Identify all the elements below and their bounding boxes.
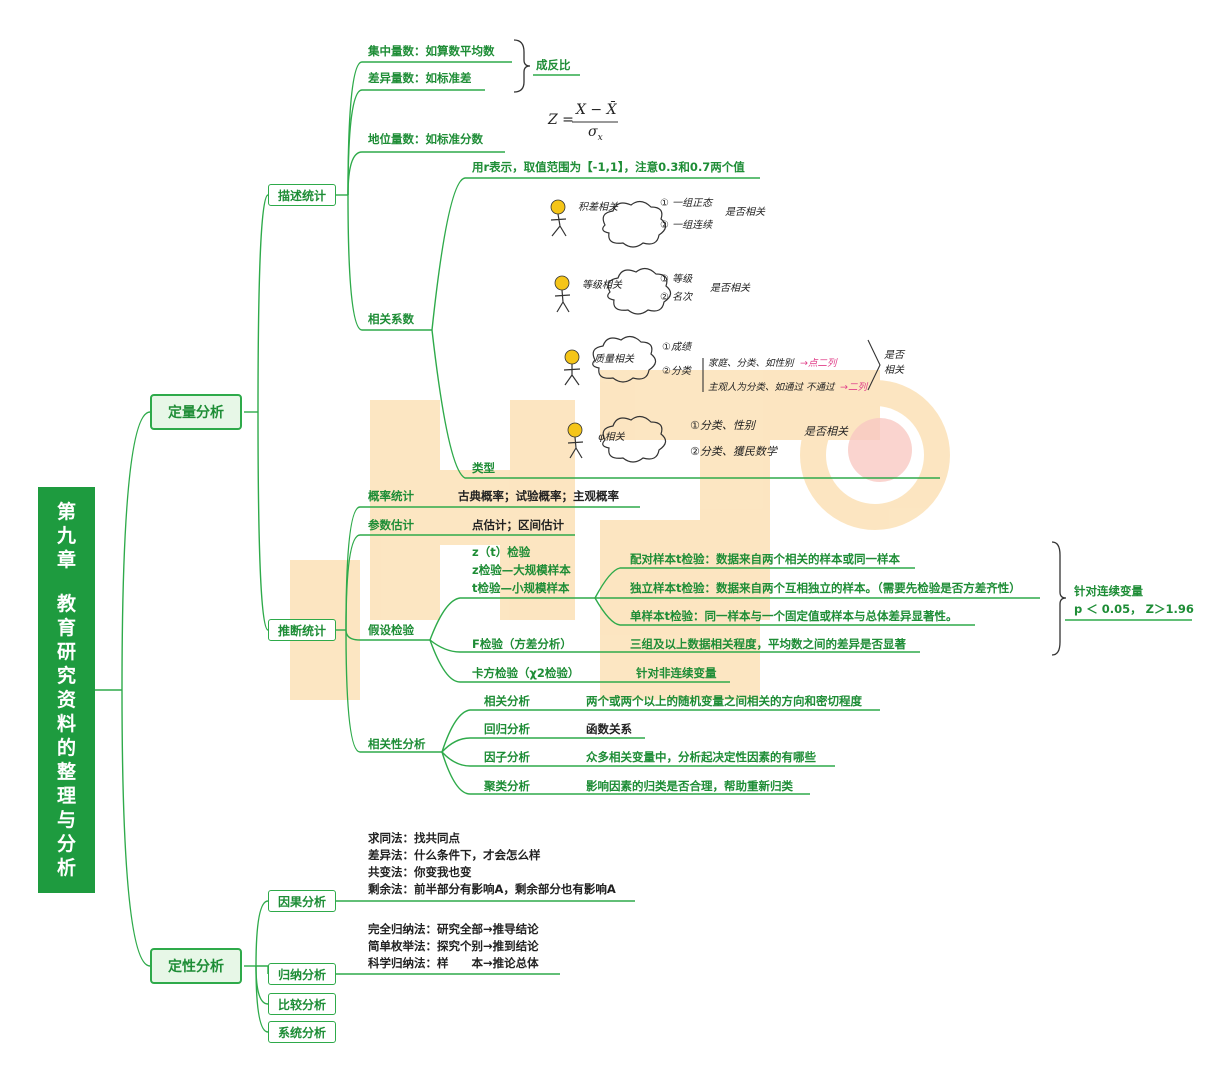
chapter-root-node[interactable]: 第九章教育研究资料的整理与分析 [38, 487, 95, 893]
title-char: 教 [56, 593, 76, 615]
sketch1-a: ① 一组正态 [660, 198, 713, 209]
title-char: 整 [56, 761, 76, 783]
sketch-quality [563, 335, 881, 392]
sketch1-title: 积差相关 [578, 202, 618, 213]
sketch4-title: φ相关 [598, 432, 625, 443]
title-char: 育 [56, 617, 76, 639]
t-test-small-text: t检验—小规模样本 [472, 581, 570, 595]
parameter-estimate-label[interactable]: 参数估计 [368, 518, 414, 532]
z-t-test-text: z（t）检验 [472, 545, 531, 559]
sketch3-c1: 家庭、分类、如性别 [708, 358, 794, 369]
correlation-analysis-label[interactable]: 相关性分析 [368, 737, 426, 751]
cause-method-line: 剩余法：前半部分有影响A，剩余部分也有影响A [368, 882, 616, 896]
induction-method-line: 完全归纳法：研究全部→推导结论 [368, 922, 539, 936]
paired-t-test-text: 配对样本t检验：数据来自两个相关的样本或同一样本 [630, 552, 900, 566]
regression-item-name[interactable]: 回归分析 [484, 722, 530, 736]
corr-item-desc: 两个或两个以上的随机变量之间相关的方向和密切程度 [586, 694, 862, 708]
sketch-rank [554, 267, 672, 315]
hypothesis-test-label[interactable]: 假设检验 [368, 623, 414, 637]
sketch1-c: 是否相关 [725, 207, 765, 218]
cluster-item-desc: 影响因素的归类是否合理，帮助重新归类 [586, 779, 793, 793]
sketch2-title: 等级相关 [582, 280, 622, 291]
f-test-text: F检验（方差分析） [472, 637, 572, 651]
cause-method-line: 差异法：什么条件下，才会怎么样 [368, 848, 541, 862]
induction-method-line: 科学归纳法：样 本→推论总体 [368, 956, 539, 970]
sketch2-b: ② 名次 [660, 292, 693, 303]
node-quantitative-analysis[interactable]: 定量分析 [150, 394, 242, 430]
formula-lhs: Z = [548, 112, 574, 128]
inverse-relation-text: 成反比 [536, 58, 571, 72]
sketch3-e: 是否相关 [884, 350, 904, 376]
probability-types-text: 古典概率；试验概率；主观概率 [458, 489, 619, 503]
sketch3-a: ①成绩 [662, 342, 691, 353]
sketch3-b: ②分类 [662, 366, 691, 377]
node-qualitative-analysis[interactable]: 定性分析 [150, 948, 242, 984]
chi-square-description: 针对非连续变量 [636, 666, 717, 680]
formula-numerator: X − X̄ [576, 102, 617, 118]
formula-denominator: σx [588, 124, 603, 143]
induction-method-line: 简单枚举法：探究个别→推到结论 [368, 939, 539, 953]
title-char: 章 [56, 549, 76, 571]
brace-inverse [513, 39, 531, 93]
cluster-item-name[interactable]: 聚类分析 [484, 779, 530, 793]
factor-item-name[interactable]: 因子分析 [484, 750, 530, 764]
sketch-pearson [550, 199, 667, 248]
f-test-description: 三组及以上数据相关程度，平均数之间的差异是否显著 [630, 637, 906, 651]
watermark-logo [290, 370, 950, 700]
cause-method-line: 求同法：找共同点 [368, 831, 460, 845]
sketch-phi [567, 415, 667, 463]
cause-method-line: 共变法：你变我也变 [368, 865, 472, 879]
correlation-range-note: 用r表示，取值范围为【-1,1】，注意0.3和0.7两个值 [472, 160, 745, 174]
position-measure-text: 地位量数：如标准分数 [368, 132, 483, 146]
sketch3-title: 质量相关 [594, 354, 634, 365]
sketch2-c: 是否相关 [710, 283, 750, 294]
node-inferential-stats[interactable]: 推断统计 [268, 619, 336, 641]
sketch3-d1: 主观人为分类、如通过 不通过 [708, 382, 835, 393]
chi-square-test-text: 卡方检验（χ2检验） [472, 666, 580, 680]
title-char: 九 [56, 525, 76, 547]
sketch1-b: ② 一组连续 [660, 220, 713, 231]
node-system-analysis[interactable]: 系统分析 [268, 1021, 336, 1043]
continuous-variable-note: 针对连续变量 [1074, 584, 1143, 598]
title-char: 究 [56, 665, 76, 687]
title-char: 的 [56, 737, 76, 759]
sketch2-a: ① 等级 [660, 274, 693, 285]
correlation-type-label: 类型 [472, 461, 495, 475]
estimate-types-text: 点估计；区间估计 [472, 518, 564, 532]
probability-stats-label[interactable]: 概率统计 [368, 489, 414, 503]
factor-item-desc: 众多相关变量中，分析起决定性因素的有哪些 [586, 750, 816, 764]
title-char: 资 [56, 689, 76, 711]
central-tendency-text: 集中量数：如算数平均数 [368, 44, 495, 58]
z-test-large-text: z检验—大规模样本 [472, 563, 571, 577]
title-char: 第 [56, 501, 76, 523]
correlation-coefficient-label[interactable]: 相关系数 [368, 312, 414, 326]
node-inductive-analysis[interactable]: 归纳分析 [268, 963, 336, 985]
dispersion-text: 差异量数：如标准差 [368, 71, 472, 85]
node-descriptive-stats[interactable]: 描述统计 [268, 184, 336, 206]
independent-t-test-text: 独立样本t检验：数据来自两个互相独立的样本。（需要先检验是否方差齐性） [630, 581, 1021, 595]
regression-item-desc: 函数关系 [586, 722, 632, 736]
title-char: 与 [56, 809, 76, 831]
node-comparative-analysis[interactable]: 比较分析 [268, 993, 336, 1015]
sketch4-a: ①分类、性别 [690, 419, 755, 432]
title-char: 料 [56, 713, 76, 735]
title-char: 析 [56, 857, 76, 879]
single-sample-t-test-text: 单样本t检验：同一样本与一个固定值或样本与总体差异显著性。 [630, 609, 958, 623]
significance-threshold-text: p ＜ 0.05， Z＞1.96 [1074, 602, 1194, 616]
brace-continuous [1051, 541, 1067, 656]
sketch4-b: ②分类、獲民数学 [690, 445, 777, 458]
title-char: 理 [56, 785, 76, 807]
sketch3-c2: →点二列 [800, 358, 837, 369]
node-causal-analysis[interactable]: 因果分析 [268, 890, 336, 912]
title-char: 研 [56, 641, 76, 663]
corr-item-name[interactable]: 相关分析 [484, 694, 530, 708]
title-char: 分 [56, 833, 76, 855]
sketch3-d2: →二列 [840, 382, 867, 393]
sketch4-c: 是否相关 [804, 425, 848, 438]
